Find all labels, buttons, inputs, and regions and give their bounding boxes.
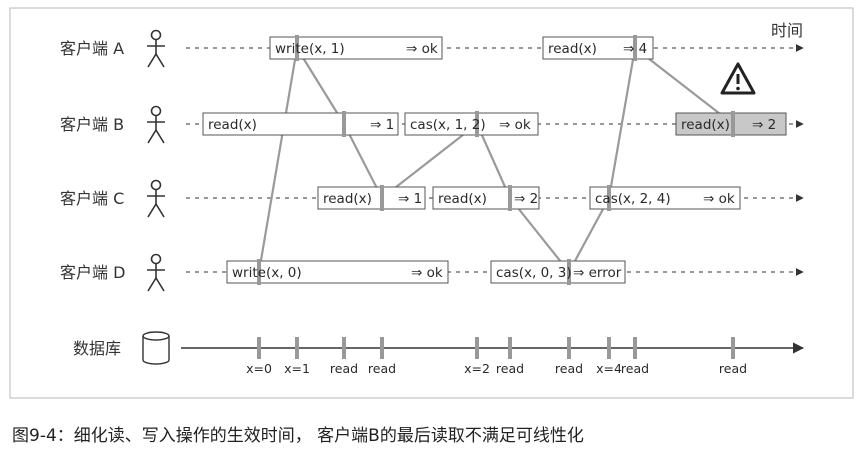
operation-box: read(x) ⇒ 4	[542, 35, 654, 61]
operation-box: cas(x, 0, 3)⇒ error	[490, 259, 626, 285]
linearization-link	[257, 47, 299, 273]
operation-box: cas(x, 2, 4) ⇒ ok	[589, 185, 741, 211]
operation-result: ⇒ ok	[499, 117, 531, 133]
db-event-label: read	[330, 361, 358, 376]
db-event-label: read	[368, 361, 396, 376]
operation-result: ⇒ 1	[370, 117, 394, 133]
client-label: 客户端 C	[60, 189, 124, 208]
operation-result: ⇒ ok	[703, 191, 735, 207]
linearization-link	[568, 197, 610, 273]
operation-label: write(x, 0)	[232, 265, 302, 281]
db-event-label: x=1	[284, 361, 310, 376]
db-event-label: read	[496, 361, 524, 376]
linearization-link	[475, 123, 512, 199]
user-stick-figure-icon	[147, 29, 165, 68]
db-event-label: read	[719, 361, 747, 376]
db-event-label: x=4	[596, 361, 622, 376]
database-cylinder-icon	[142, 331, 170, 365]
linearization-link	[381, 123, 478, 199]
warning-triangle-icon	[720, 62, 756, 95]
linearization-link	[607, 47, 637, 199]
operation-box: read(x) ⇒ 1	[317, 185, 426, 211]
operation-result: ⇒ 2	[752, 117, 776, 133]
operation-result: ⇒ ok	[406, 41, 438, 57]
client-label: 客户端 A	[60, 39, 124, 58]
operation-result: ⇒ 4	[623, 41, 647, 57]
operation-label: read(x)	[681, 117, 730, 133]
user-stick-figure-icon	[147, 179, 165, 218]
operation-box: write(x, 0) ⇒ ok	[226, 259, 449, 285]
operation-label: write(x, 1)	[275, 41, 345, 57]
time-axis-label: 时间	[771, 21, 803, 40]
operation-label: read(x)	[548, 41, 597, 57]
operation-result: ⇒ ok	[411, 265, 443, 281]
linearization-link	[634, 47, 734, 125]
operation-label: cas(x, 1, 2)	[410, 117, 486, 133]
operation-result: ⇒ 2	[514, 191, 538, 207]
db-event-label: read	[621, 361, 649, 376]
operation-box: read(x) ⇒ 2	[675, 111, 787, 137]
operation-label: read(x)	[438, 191, 487, 207]
linearization-link	[509, 197, 570, 273]
operation-result: ⇒ 1	[398, 191, 422, 207]
client-label: 客户端 B	[60, 115, 124, 134]
db-event-label: x=0	[246, 361, 272, 376]
db-event-label: read	[555, 361, 583, 376]
client-label: 客户端 D	[60, 263, 125, 282]
operation-label: cas(x, 2, 4)	[595, 191, 671, 207]
operation-box: read(x) ⇒ 2	[432, 185, 540, 211]
user-stick-figure-icon	[147, 105, 165, 144]
operation-result: ⇒ error	[573, 265, 622, 281]
operation-box: cas(x, 1, 2) ⇒ ok	[404, 111, 539, 137]
db-event-label: x=2	[464, 361, 490, 376]
database-label: 数据库	[73, 339, 121, 358]
operation-label: cas(x, 0, 3)	[496, 265, 572, 281]
linearization-link	[296, 47, 345, 125]
operation-label: read(x)	[323, 191, 372, 207]
operation-label: read(x)	[208, 117, 257, 133]
user-stick-figure-icon	[147, 253, 165, 292]
operation-box: read(x) ⇒ 1	[202, 111, 399, 137]
figure-caption: 图9-4：细化读、写入操作的生效时间， 客户端B的最后读取不满足可线性化	[12, 426, 584, 446]
operation-box: write(x, 1) ⇒ ok	[269, 35, 443, 61]
linearization-link	[343, 123, 383, 199]
